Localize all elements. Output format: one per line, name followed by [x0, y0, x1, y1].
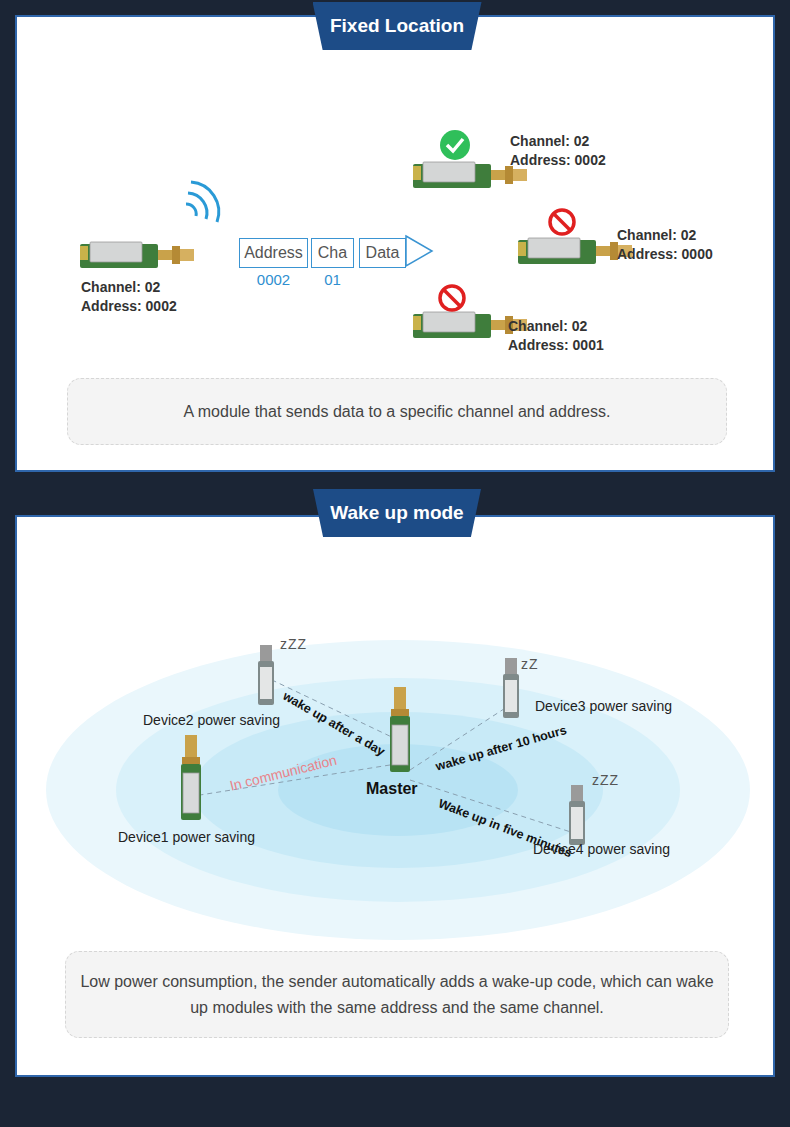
- section-tab: Wake up mode: [313, 489, 481, 537]
- caption-box: A module that sends data to a specific c…: [67, 378, 727, 445]
- caption-text: A module that sends data to a specific c…: [184, 399, 611, 425]
- caption-box: Low power consumption, the sender automa…: [65, 951, 729, 1038]
- sleep-symbol: zZZ: [592, 772, 619, 788]
- field-name: Address: [244, 244, 303, 262]
- device-label: Device2 power saving: [143, 712, 280, 728]
- packet-field: Address0002: [239, 238, 308, 268]
- device-label: Device3 power saving: [535, 698, 672, 714]
- packet-field: Data: [359, 238, 406, 268]
- module-setting: Address: 0002: [510, 152, 606, 168]
- module-setting: Address: 0002: [81, 298, 177, 314]
- field-value: 0002: [240, 271, 307, 288]
- module-setting: Address: 0000: [617, 246, 713, 262]
- module-setting: Channel: 02: [81, 279, 160, 295]
- field-name: Cha: [318, 244, 347, 262]
- device-label: Device4 power saving: [533, 841, 670, 857]
- field-value: 01: [312, 271, 353, 288]
- packet-field: Cha01: [311, 238, 354, 268]
- section-title: Fixed Location: [330, 15, 464, 37]
- module-setting: Channel: 02: [617, 227, 696, 243]
- sleep-symbol: zZ: [521, 656, 539, 672]
- module-setting: Channel: 02: [510, 133, 589, 149]
- section-title: Wake up mode: [330, 502, 463, 524]
- section-tab: Fixed Location: [313, 2, 482, 50]
- caption-text: Low power consumption, the sender automa…: [80, 969, 714, 1020]
- module-setting: Address: 0001: [508, 337, 604, 353]
- section-panel: Fixed LocationAddress0002Cha01DataA modu…: [15, 15, 775, 472]
- master-label: Master: [366, 780, 418, 798]
- device-label: Device1 power saving: [118, 829, 255, 845]
- module-setting: Channel: 02: [508, 318, 587, 334]
- sleep-symbol: zZZ: [280, 636, 307, 652]
- field-name: Data: [366, 244, 400, 262]
